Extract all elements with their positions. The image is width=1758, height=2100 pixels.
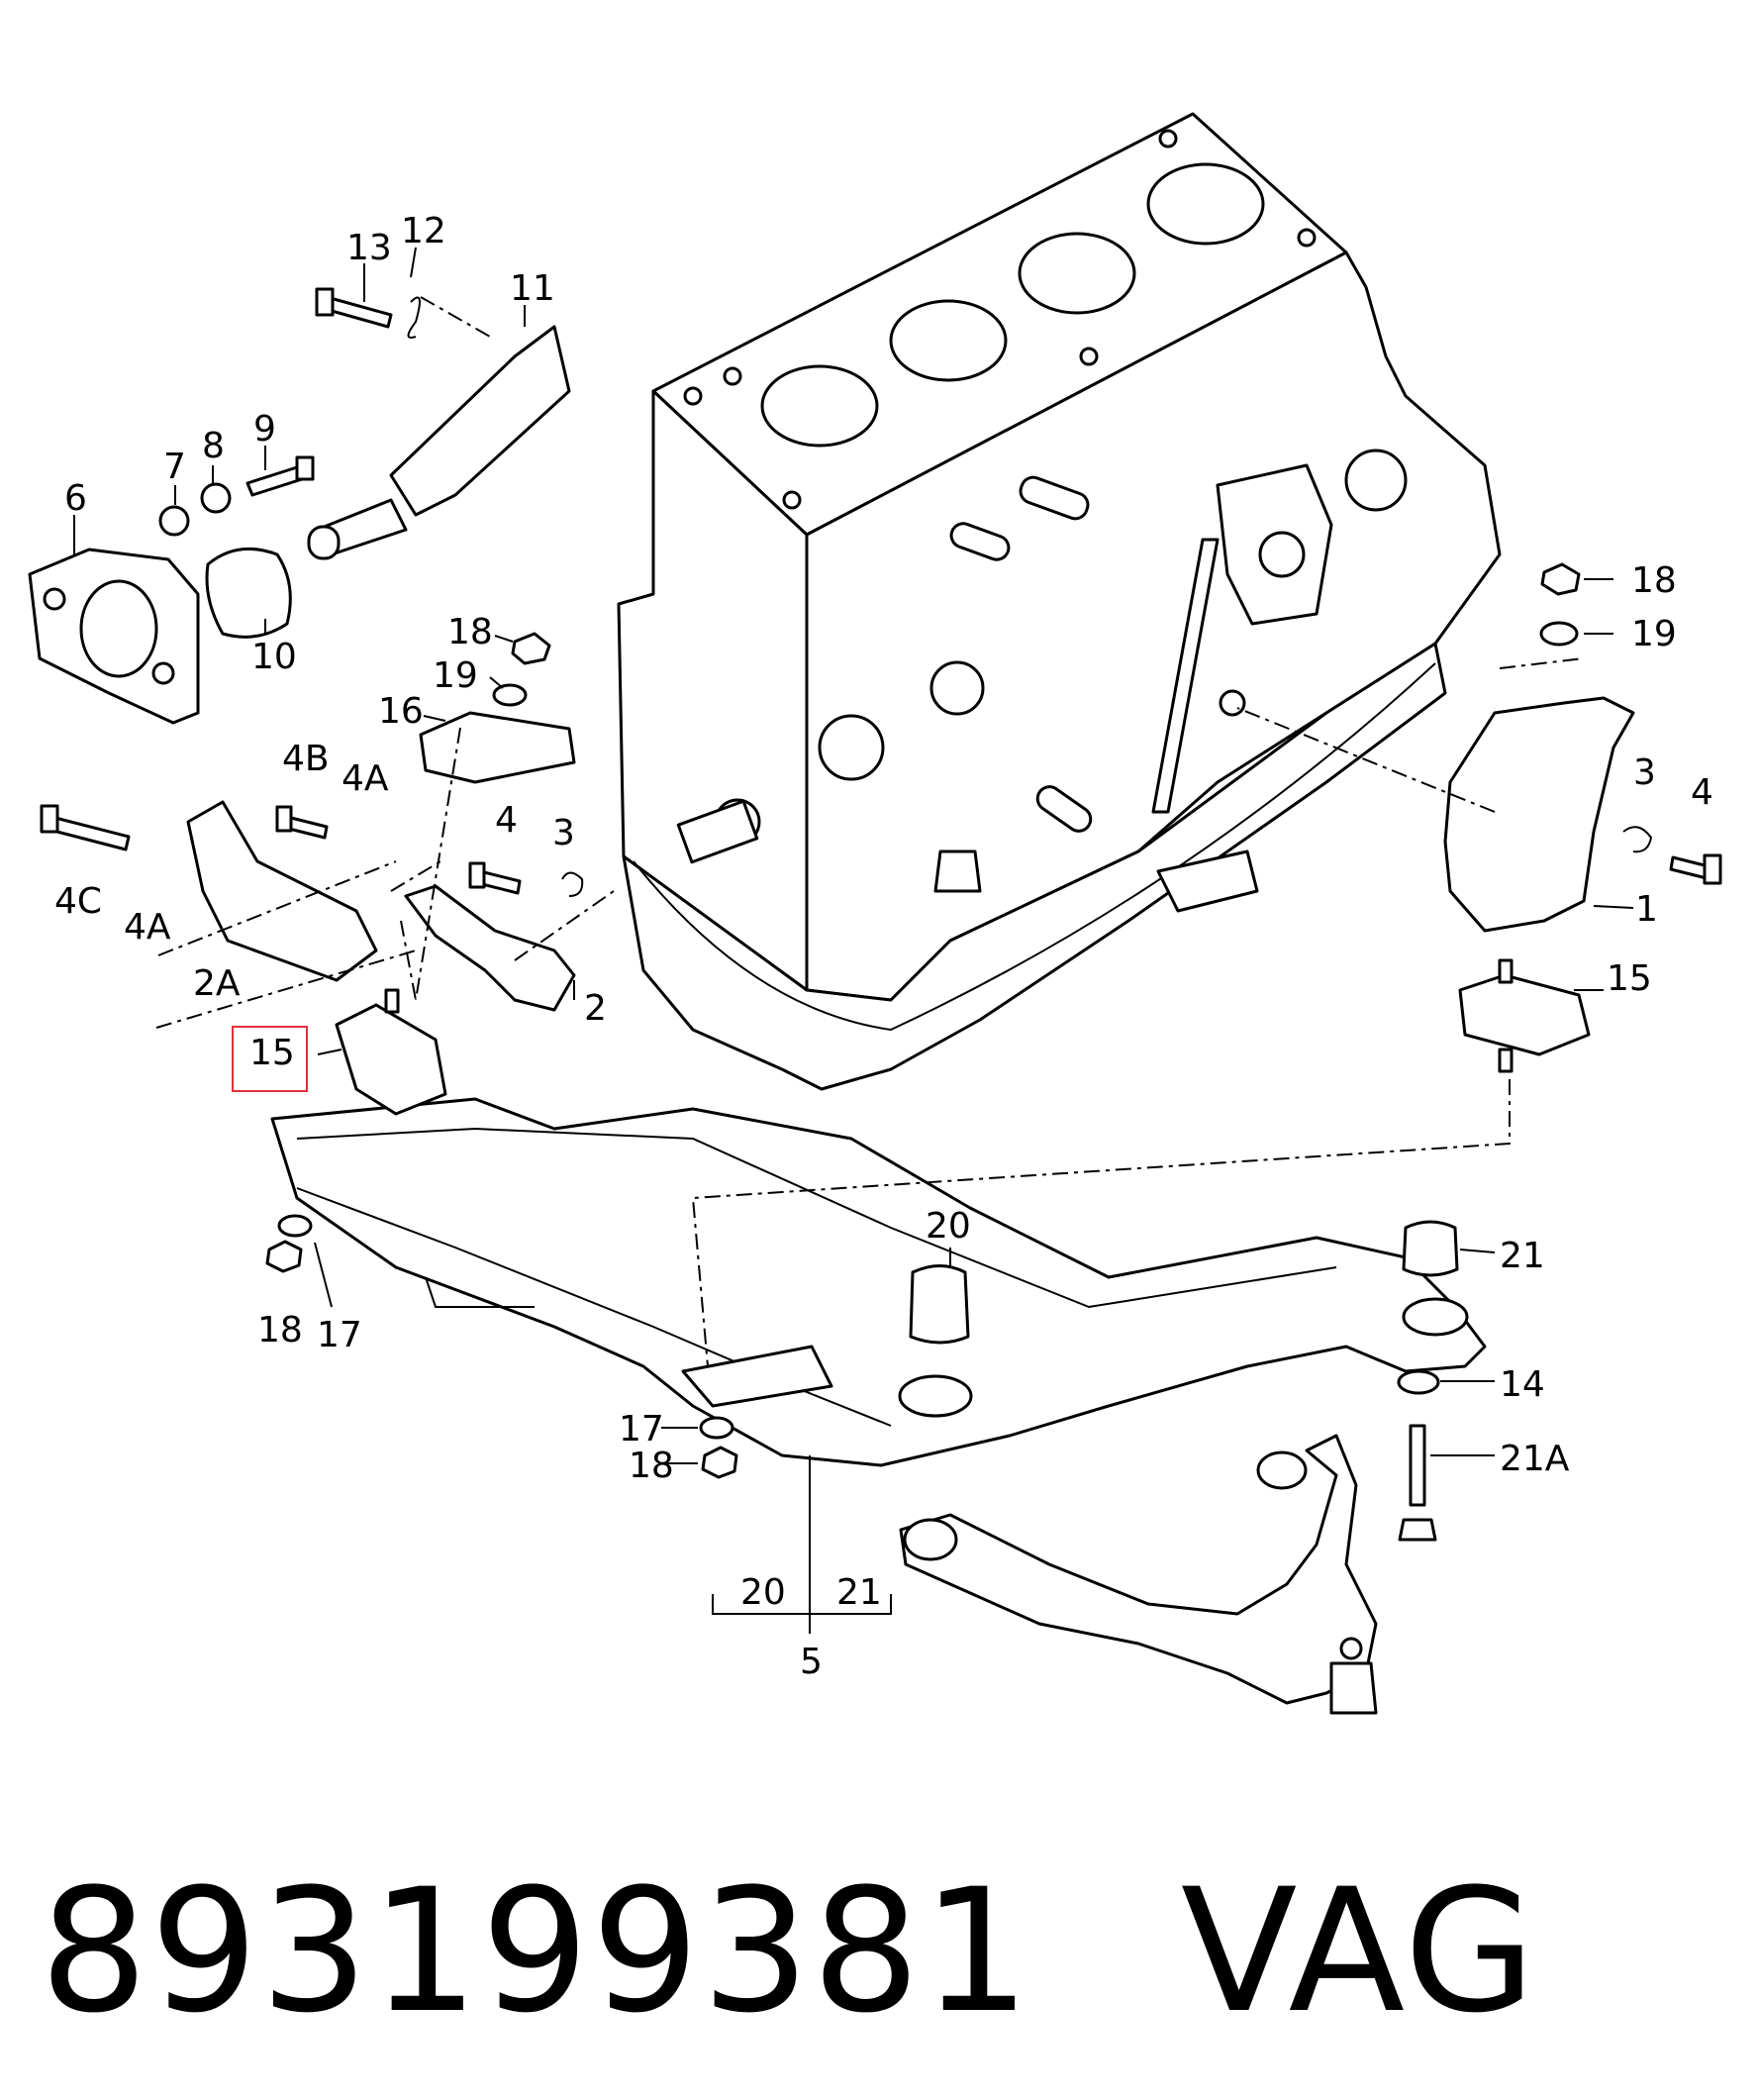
callout-4A-left: 4A xyxy=(124,907,171,948)
callout-4C: 4C xyxy=(54,881,102,922)
callout-4A-top: 4A xyxy=(342,758,389,799)
highlight-box-15 xyxy=(232,1026,308,1092)
callout-18-mid: 18 xyxy=(629,1446,674,1486)
callout-20-bracket: 20 xyxy=(740,1572,786,1613)
part-number: 893199381 xyxy=(40,1851,1032,2050)
callout-4-left: 4 xyxy=(495,800,518,841)
small-parts xyxy=(28,287,1722,1542)
engine-block xyxy=(617,112,1502,1091)
callout-11: 11 xyxy=(510,268,555,309)
callout-21A: 21A xyxy=(1500,1439,1570,1479)
callout-18-right: 18 xyxy=(1631,560,1677,601)
callout-3-left: 3 xyxy=(552,813,575,853)
callout-19-top: 19 xyxy=(433,655,478,696)
callout-8: 8 xyxy=(202,426,225,466)
callout-7: 7 xyxy=(163,447,186,487)
callout-2A: 2A xyxy=(193,963,241,1004)
callout-3-right: 3 xyxy=(1633,752,1656,793)
callout-18-left: 18 xyxy=(257,1310,303,1350)
callout-14: 14 xyxy=(1500,1364,1545,1405)
callout-6: 6 xyxy=(64,478,87,519)
callout-15-right: 15 xyxy=(1607,958,1652,999)
callout-17-left: 17 xyxy=(317,1315,362,1355)
callout-2: 2 xyxy=(584,988,607,1029)
brand-name: VAG xyxy=(1180,1851,1538,2050)
callout-10: 10 xyxy=(251,637,297,677)
lower-control-arm xyxy=(899,1434,1378,1715)
callout-9: 9 xyxy=(253,409,276,450)
footer-caption: 893199381 VAG xyxy=(40,1851,1537,2050)
callout-4B: 4B xyxy=(282,739,330,779)
callout-19-right: 19 xyxy=(1631,614,1677,654)
callout-15-left: 15 xyxy=(249,1033,295,1073)
callout-17-mid: 17 xyxy=(619,1409,664,1450)
callout-5: 5 xyxy=(800,1642,823,1682)
callout-labels: 13 12 11 7 8 9 6 10 18 19 16 4B 4A 4C 4A… xyxy=(54,211,1713,1682)
callout-12: 12 xyxy=(401,211,446,251)
callout-1: 1 xyxy=(1635,889,1658,930)
callout-18-top: 18 xyxy=(447,612,493,652)
callout-21-right: 21 xyxy=(1500,1236,1545,1276)
callout-4-right: 4 xyxy=(1691,772,1713,813)
callout-13: 13 xyxy=(346,228,392,268)
callout-20-top: 20 xyxy=(926,1206,971,1247)
callout-16: 16 xyxy=(378,691,424,732)
leader-lines xyxy=(73,247,1634,1634)
callout-21-bracket: 21 xyxy=(836,1572,882,1613)
subframe xyxy=(270,1097,1487,1467)
